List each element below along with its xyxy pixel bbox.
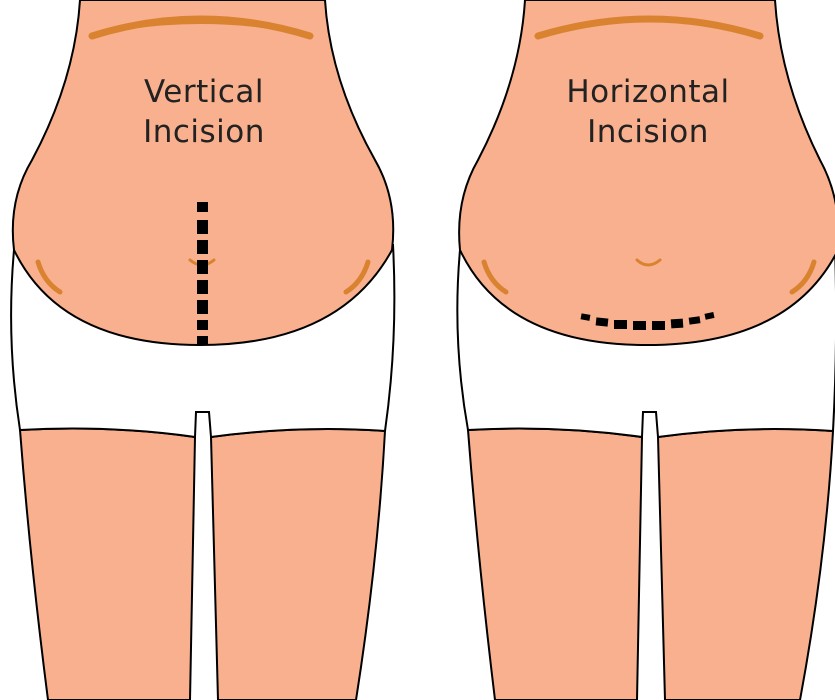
- figure-horizontal-incision: Horizontal Incision: [457, 0, 835, 700]
- label-horizontal-line2: Incision: [587, 114, 709, 150]
- belly: [459, 0, 835, 345]
- left-thigh: [468, 429, 642, 700]
- label-horizontal-line1: Horizontal: [566, 74, 729, 110]
- label-vertical-line1: Vertical: [144, 74, 264, 110]
- vertical-incision-marks: [197, 202, 208, 345]
- right-thigh: [211, 429, 385, 700]
- left-thigh: [20, 429, 195, 700]
- figure-vertical-incision: Vertical Incision: [11, 0, 394, 700]
- label-vertical-line2: Incision: [143, 114, 265, 150]
- right-thigh: [658, 429, 833, 700]
